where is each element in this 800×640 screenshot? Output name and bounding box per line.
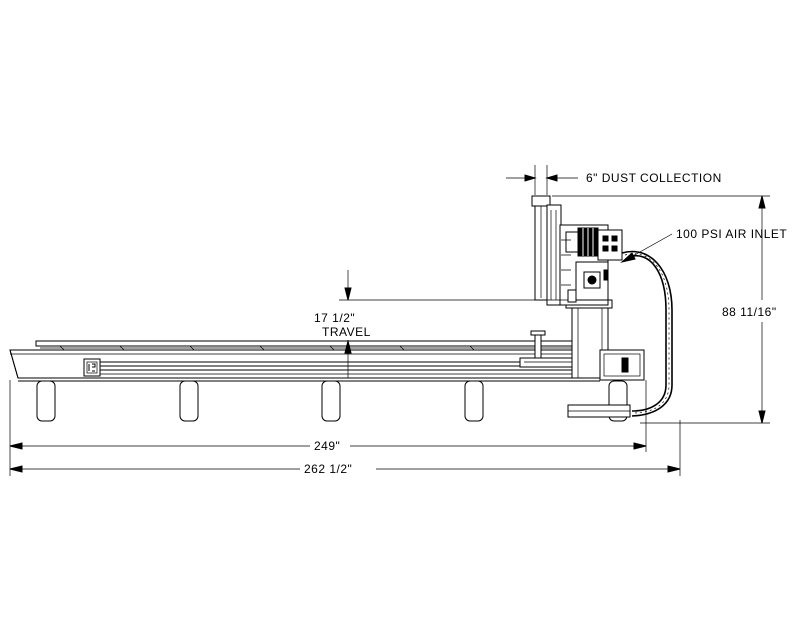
length-262-dimension: 262 1/2" bbox=[9, 420, 681, 476]
air-inlet-label: 100 PSI AIR INLET bbox=[676, 227, 787, 241]
length-249-label: 249" bbox=[314, 439, 340, 453]
travel-dimension: 17 1/2" TRAVEL bbox=[314, 270, 568, 378]
height-dimension: 88 11/16" bbox=[552, 195, 777, 424]
saw-head bbox=[531, 195, 623, 306]
length-262-label: 262 1/2" bbox=[304, 462, 352, 476]
dust-collection-label: 6" DUST COLLECTION bbox=[586, 171, 722, 185]
support-legs bbox=[36, 380, 628, 422]
dust-collection-dimension: 6" DUST COLLECTION bbox=[506, 165, 722, 195]
gantry-carriage bbox=[519, 299, 645, 418]
height-label: 88 11/16" bbox=[722, 305, 777, 319]
travel-label: TRAVEL bbox=[322, 325, 371, 339]
air-inlet-callout: 100 PSI AIR INLET bbox=[620, 227, 787, 263]
length-249-dimension: 249" bbox=[9, 380, 647, 476]
end-cap-logo-box bbox=[83, 358, 101, 377]
air-hose bbox=[621, 250, 673, 417]
travel-value-label: 17 1/2" bbox=[314, 311, 355, 325]
